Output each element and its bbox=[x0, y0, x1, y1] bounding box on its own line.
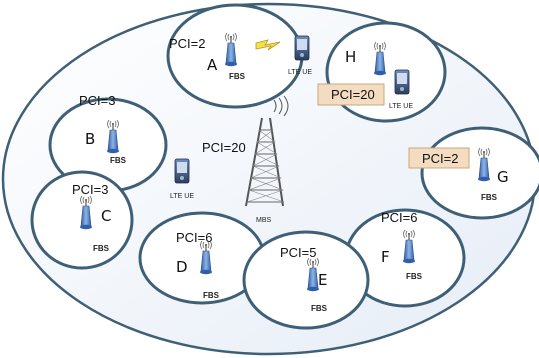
cell-e-fbs-label: FBS bbox=[311, 304, 328, 313]
cell-h-letter: H bbox=[345, 48, 356, 66]
cell-f-pci: PCI=6 bbox=[381, 210, 418, 225]
macro-pci-label: PCI=20 bbox=[202, 140, 246, 155]
cell-a-letter: A bbox=[207, 56, 218, 74]
phone-icon bbox=[174, 158, 190, 184]
ue-label-top: LTE UE bbox=[288, 69, 312, 76]
phone-icon bbox=[294, 35, 310, 61]
ue-label-h: LTE UE bbox=[389, 103, 413, 110]
lightning-icon bbox=[255, 39, 281, 51]
cell-a-fbs-label: FBS bbox=[229, 72, 246, 81]
cell-c-letter: C bbox=[101, 207, 111, 225]
cell-c-pci: PCI=3 bbox=[72, 182, 109, 197]
cell-g-pci: PCI=2 bbox=[422, 151, 459, 166]
cell-b-pci: PCI=3 bbox=[79, 93, 116, 108]
cell-e-letter: E bbox=[318, 271, 327, 289]
lattice-tower-icon bbox=[245, 95, 289, 207]
cell-d-fbs-label: FBS bbox=[203, 291, 220, 300]
cell-b-letter: B bbox=[85, 130, 95, 148]
pci-conflict-box bbox=[408, 147, 470, 169]
macro-station-label: MBS bbox=[256, 217, 272, 224]
cell-g-fbs-label: FBS bbox=[481, 193, 498, 202]
cell-b-fbs-label: FBS bbox=[110, 156, 127, 165]
phone-icon bbox=[394, 69, 410, 95]
cell-d-letter: D bbox=[176, 258, 188, 276]
cell-e-pci: PCI=5 bbox=[280, 245, 317, 260]
cell-a-pci: PCI=2 bbox=[169, 36, 206, 51]
cell-h-boundary bbox=[325, 21, 447, 123]
cell-h-pci: PCI=20 bbox=[331, 87, 375, 102]
cell-d-pci: PCI=6 bbox=[176, 230, 213, 245]
cell-e-boundary bbox=[242, 230, 370, 330]
ue-label-center: LTE UE bbox=[170, 193, 194, 200]
cell-f-letter: F bbox=[381, 248, 390, 266]
cell-g-letter: G bbox=[497, 168, 509, 186]
cell-c-fbs-label: FBS bbox=[93, 244, 110, 253]
cell-f-fbs-label: FBS bbox=[406, 272, 423, 281]
pci-conflict-box bbox=[317, 83, 385, 106]
